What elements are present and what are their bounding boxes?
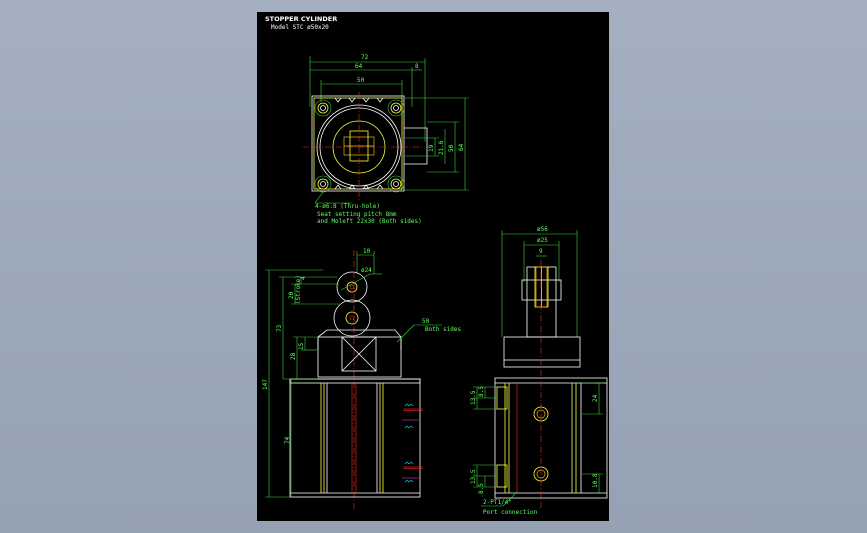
dim-50-v: 50 — [448, 144, 455, 152]
dim-13-5-b: 13.5 — [470, 469, 477, 484]
drawing-sheet: STOPPER CYLINDER Model STC ø50x20 72 64 … — [257, 12, 609, 521]
dim-8-5-a: 8.5 — [478, 386, 485, 397]
dim-4: 4 — [300, 276, 307, 280]
dim-50: 50 — [357, 77, 365, 84]
cad-drawing: STOPPER CYLINDER Model STC ø50x20 72 64 … — [262, 15, 608, 516]
dim-24-side: 24 — [592, 394, 599, 402]
title-line2: Model STC ø50x20 — [271, 24, 329, 31]
dim-21-6: 21.6 — [438, 140, 445, 155]
note-both-sides: Both sides — [425, 326, 462, 333]
dim-147: 147 — [262, 379, 269, 390]
note-seat: Seat setting pitch 8mm — [317, 211, 397, 218]
dim-d24: ø24 — [361, 267, 372, 274]
dim-19: 19 — [428, 144, 435, 152]
port-label: 2-PT1/4" — [483, 499, 512, 506]
dim-64: 64 — [355, 63, 363, 70]
dim-d25: ø25 — [537, 237, 548, 244]
dim-d56: ø56 — [537, 226, 548, 233]
dim-64-v: 64 — [458, 143, 465, 151]
top-view: 72 64 8 50 — [303, 54, 469, 225]
title-line1: STOPPER CYLINDER — [265, 15, 337, 23]
front-view: ø24 10 50 Both sides — [262, 248, 462, 510]
dim-8-5-b: 8.5 — [478, 483, 485, 494]
dim-72: 72 — [361, 54, 369, 61]
dim-8: 8 — [415, 63, 419, 70]
dim-stroke: (Stroke) — [295, 275, 302, 304]
dim-10-8: 10.8 — [592, 473, 599, 488]
dim-15: 15 — [298, 342, 305, 350]
dim-50-front: 50 — [422, 318, 430, 325]
dim-73: 73 — [276, 324, 283, 332]
dim-74: 74 — [284, 436, 291, 444]
dim-13-5-a: 13.5 — [470, 390, 477, 405]
port-connection: Port connection — [483, 509, 538, 516]
dim-20: 20 — [288, 291, 295, 299]
dim-28: 28 — [290, 352, 297, 360]
dim-10: 10 — [363, 248, 371, 255]
note-moleft: and Moleft 22x30 (Both sides) — [317, 218, 422, 225]
note-thru-hole: 4-ø6.8 (Thru-hole) — [315, 203, 380, 210]
dim-9: 9 — [539, 248, 543, 255]
side-view: ø56 ø25 9 — [470, 226, 608, 516]
